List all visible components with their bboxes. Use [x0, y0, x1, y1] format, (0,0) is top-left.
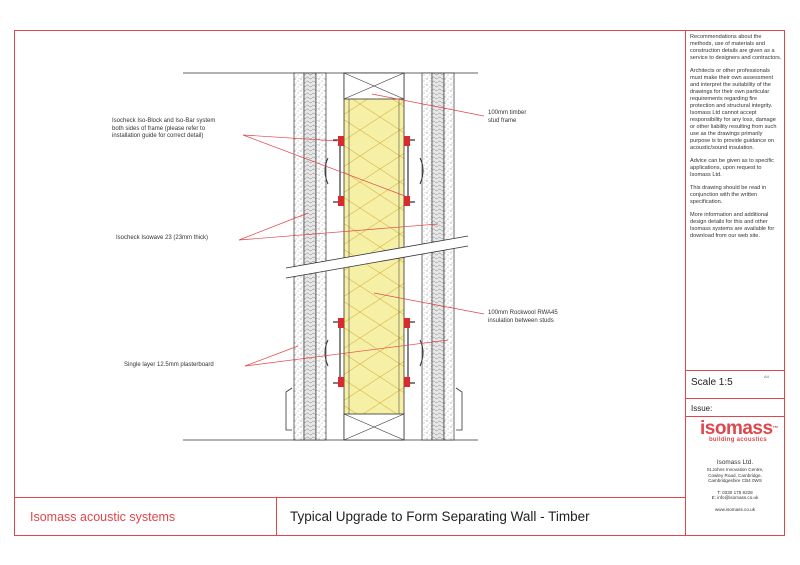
note-5: More information and additional design d…	[690, 212, 775, 239]
callout-iso-block: Isocheck Iso-Block and Iso-Bar system bo…	[112, 118, 246, 141]
address-line-1: St.Johns Innovation Centre,	[706, 467, 764, 472]
title-block-divider	[685, 30, 686, 536]
scale-bottom-divider	[685, 398, 785, 399]
leader-iso-block	[242, 134, 406, 197]
address-line-3: Cambridgeshire CB4 0WS	[708, 478, 762, 484]
callout-plasterboard: Single layer 12.5mm plasterboard	[124, 362, 214, 370]
footer-system-name: Isomass acoustic systems	[30, 510, 176, 524]
note-2: Architects or other professionals must m…	[690, 68, 777, 151]
right-plasterboard	[443, 72, 455, 441]
break-line	[285, 235, 469, 279]
left-plasterboard	[293, 72, 305, 441]
leader-isowave	[238, 212, 439, 241]
note-3: Advice can be given as to specific appli…	[690, 158, 774, 178]
logo-text: isomass	[700, 418, 773, 439]
right-plasterboard-inner	[421, 72, 433, 441]
skirting-right	[455, 387, 463, 431]
logo-wordmark: isomass™	[700, 418, 779, 439]
callout-stud-frame-line-2: stud frame	[488, 117, 517, 124]
drawing-sheet	[14, 30, 785, 536]
callout-iso-block-line-1: Isocheck Iso-Block and Iso-Bar system	[112, 118, 216, 124]
callout-plasterboard-line-1: Single layer 12.5mm plasterboard	[124, 362, 214, 368]
notes-panel: Recommendations about the methods, use o…	[690, 34, 782, 246]
iso-bar-right-upper	[404, 136, 424, 206]
note-4: This drawing should be read in conjuncti…	[690, 185, 767, 205]
issue-label: Issue:	[691, 404, 713, 413]
issue-divider	[685, 416, 785, 417]
callout-isowave: Isocheck Isowave 23 (23mm thick)	[116, 235, 208, 243]
footer-split	[276, 497, 277, 536]
paper-size-label: A4	[764, 374, 769, 379]
drawing-title: Typical Upgrade to Form Separating Wall …	[290, 509, 590, 524]
left-isowave	[303, 72, 317, 441]
skirting-left	[285, 387, 293, 431]
callout-iso-block-line-2: both sides of frame (please refer to	[112, 125, 206, 132]
company-email: E: info@isomass.co.uk	[711, 495, 759, 501]
iso-bar-right-lower	[404, 318, 424, 387]
callout-stud-frame-line-1: 100mm timber	[488, 110, 527, 116]
address-line-2: Cowley Road, Cambridge,	[708, 472, 762, 478]
left-plasterboard-inner	[315, 72, 327, 441]
logo-trademark: ™	[772, 426, 779, 432]
company-name: Isomass Ltd.	[716, 459, 754, 466]
callout-rockwool-line-1: 100mm Rockwool RWA45	[488, 310, 558, 316]
company-details: Isomass Ltd. St.Johns Innovation Centre,…	[688, 459, 782, 513]
company-website: www.isomass.co.uk	[714, 506, 756, 512]
leader-stud-frame	[371, 93, 485, 117]
callout-rockwool: 100mm Rockwool RWA45 insulation between …	[488, 310, 558, 325]
right-isowave	[431, 72, 445, 441]
company-phone: T: 0330 175 8228	[717, 489, 753, 495]
leader-rockwool	[373, 292, 485, 315]
note-1: Recommendations about the methods, use o…	[690, 34, 782, 61]
scale-divider	[685, 370, 785, 371]
callout-iso-block-line-3: installation guide for correct detail)	[112, 133, 204, 139]
callout-rockwool-line-2: insulation between studs	[488, 317, 554, 324]
scale-label: Scale 1:5	[691, 377, 733, 388]
iso-bar-left-upper	[324, 136, 344, 206]
logo-tagline: building acoustics	[708, 437, 768, 443]
iso-bar-left-lower	[324, 318, 344, 387]
footer-divider	[14, 497, 685, 498]
callout-stud-frame: 100mm timber stud frame	[488, 110, 526, 125]
callout-isowave-line-1: Isocheck Isowave 23 (23mm thick)	[116, 235, 209, 241]
leader-plasterboard	[244, 339, 449, 367]
isomass-logo: isomass™ building acoustics	[700, 418, 779, 443]
